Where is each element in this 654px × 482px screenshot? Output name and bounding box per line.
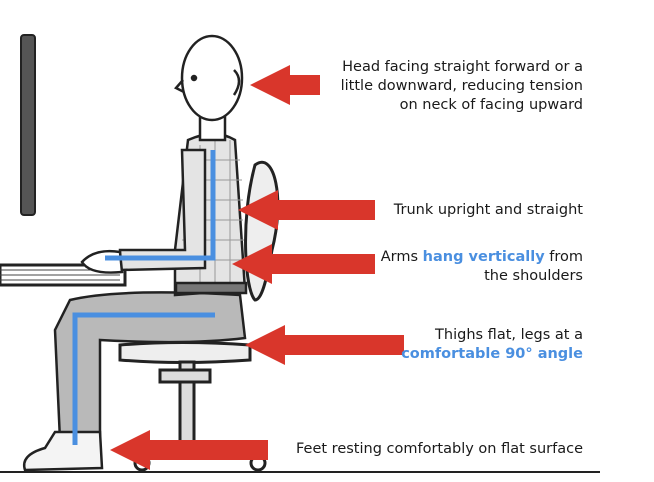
feet-annotation: Feet resting comfortably on flat surface bbox=[296, 441, 583, 457]
arms-highlight: hang vertically bbox=[422, 249, 545, 265]
arrow-trunk bbox=[238, 190, 375, 230]
thighs-line-1: Thighs flat, legs at a bbox=[435, 327, 583, 343]
arms-line-2: the shoulders bbox=[484, 268, 583, 284]
arm-guide bbox=[105, 150, 216, 261]
arms-text: Arms bbox=[380, 249, 423, 265]
head-annotation: Head facing straight forward or a little… bbox=[341, 58, 583, 115]
person bbox=[22, 34, 248, 472]
thighs-highlight: comfortable 90° angle bbox=[401, 346, 583, 362]
arms-annotation: Arms hang vertically from the shoulders bbox=[381, 248, 583, 286]
head-line-2: little downward, reducing tension bbox=[340, 78, 583, 94]
arms-text-after: from bbox=[544, 249, 583, 265]
monitor bbox=[20, 34, 36, 216]
head-line-1: Head facing straight forward or a bbox=[342, 59, 583, 75]
arrow-head bbox=[250, 65, 320, 105]
posture-guide-lines bbox=[72, 150, 216, 445]
leg-guide bbox=[72, 312, 215, 445]
arrow-thighs bbox=[245, 325, 404, 365]
thighs-annotation: Thighs flat, legs at a comfortable 90° a… bbox=[401, 326, 583, 364]
head-line-3: on neck of facing upward bbox=[399, 97, 583, 113]
arrow-feet bbox=[110, 430, 268, 470]
arrow-arms bbox=[232, 244, 375, 284]
trunk-annotation: Trunk upright and straight bbox=[393, 202, 583, 218]
arrows bbox=[110, 65, 404, 470]
